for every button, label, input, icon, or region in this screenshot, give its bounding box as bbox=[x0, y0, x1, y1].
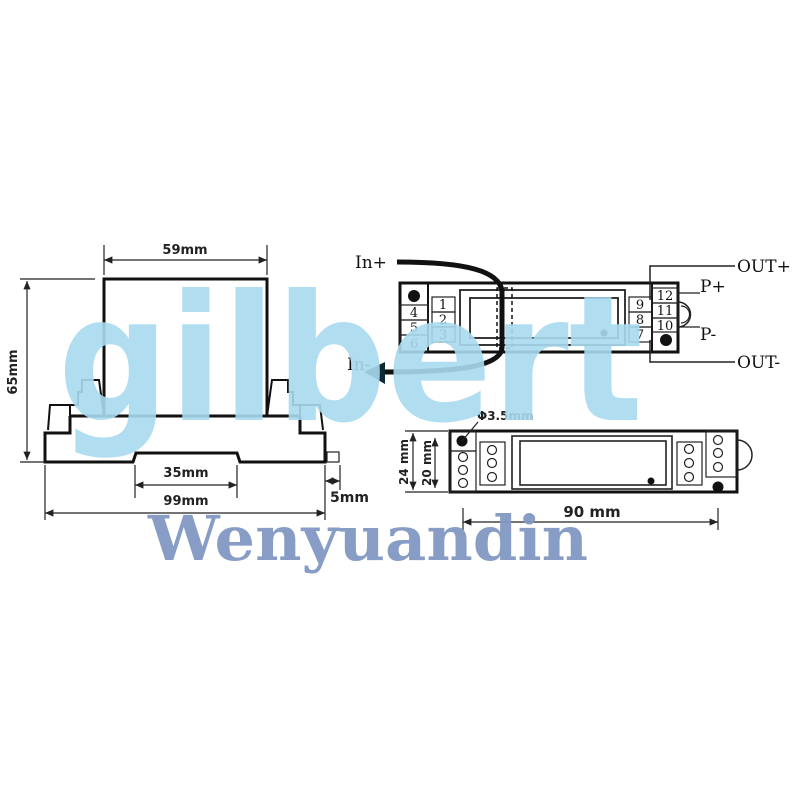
side-tab bbox=[326, 451, 340, 463]
dim-label-20: 20 mm bbox=[420, 440, 434, 486]
terminal-1: 1 bbox=[439, 298, 447, 313]
din-base bbox=[43, 416, 327, 464]
knob-inner bbox=[680, 305, 691, 324]
in-plus-label: In+ bbox=[355, 253, 387, 273]
dim-label-24: 24 mm bbox=[397, 439, 411, 485]
mount-hole-icon bbox=[712, 481, 724, 493]
right-clip bbox=[299, 404, 324, 433]
terminal-7: 7 bbox=[636, 328, 644, 343]
leader-line bbox=[461, 421, 479, 442]
dim-label-59: 59mm bbox=[162, 243, 207, 258]
left-inner-terminals: 1 2 3 bbox=[431, 296, 456, 343]
top-display-outer bbox=[511, 435, 673, 490]
out-plus-label: OUT+ bbox=[737, 257, 791, 277]
out-plus-wire bbox=[649, 265, 735, 300]
potentiometer-knob bbox=[736, 439, 753, 471]
left-clip bbox=[47, 404, 71, 433]
terminal-5: 5 bbox=[410, 321, 418, 336]
terminal-9: 9 bbox=[636, 298, 644, 313]
display-outer bbox=[459, 289, 626, 346]
in-minus-label: In- bbox=[347, 355, 370, 375]
mount-hole-icon bbox=[660, 334, 672, 346]
terminal-block bbox=[449, 450, 477, 493]
terminal-11: 11 bbox=[657, 304, 674, 319]
terminal-8: 8 bbox=[636, 313, 644, 328]
right-step bbox=[266, 379, 300, 417]
wiring-view: 4 5 6 1 2 3 9 8 7 12 11 10 OUT+ bbox=[347, 253, 791, 384]
indicator-dot bbox=[647, 477, 655, 485]
terminal-4: 4 bbox=[410, 306, 418, 321]
terminal-3: 3 bbox=[439, 328, 447, 343]
right-outer-terminals: 12 11 10 bbox=[651, 287, 679, 334]
indicator-dot bbox=[600, 329, 608, 337]
left-outer-terminals: 4 5 6 bbox=[399, 304, 429, 353]
top-view: Φ3.5mm 24 mm 20 mm 90 mm bbox=[397, 409, 753, 530]
p-minus-label: P- bbox=[700, 325, 716, 345]
p-plus-label: P+ bbox=[700, 277, 726, 297]
current-hole bbox=[496, 287, 513, 349]
side-view: 59mm 65mm 35mm 99mm 5mm bbox=[6, 243, 369, 520]
terminal-2: 2 bbox=[439, 313, 447, 328]
terminal-12: 12 bbox=[657, 289, 674, 304]
out-minus-wire bbox=[649, 340, 735, 363]
potentiometer-knob bbox=[677, 301, 692, 328]
terminal-10: 10 bbox=[657, 319, 674, 334]
left-step bbox=[70, 379, 105, 417]
arrow-icon bbox=[364, 362, 385, 384]
terminal-screws bbox=[457, 430, 738, 489]
watermark-wenyuandin: Wenyuandin bbox=[147, 502, 588, 575]
terminal-6: 6 bbox=[410, 337, 418, 352]
dim-label-65: 65mm bbox=[6, 349, 21, 394]
mount-hole-icon bbox=[408, 290, 420, 302]
hole-diameter-label: Φ3.5mm bbox=[477, 409, 533, 423]
dim-label-35: 35mm bbox=[163, 466, 208, 481]
dim-label-99: 99mm bbox=[163, 494, 208, 509]
sensor-cable bbox=[384, 259, 505, 375]
dim-label-5: 5mm bbox=[330, 490, 369, 506]
top-display-inner bbox=[519, 440, 667, 486]
dim-label-90: 90 mm bbox=[563, 503, 620, 521]
watermark-gilbert: gilbert bbox=[58, 259, 643, 462]
out-minus-label: OUT- bbox=[737, 353, 780, 373]
display-inner bbox=[469, 297, 619, 339]
